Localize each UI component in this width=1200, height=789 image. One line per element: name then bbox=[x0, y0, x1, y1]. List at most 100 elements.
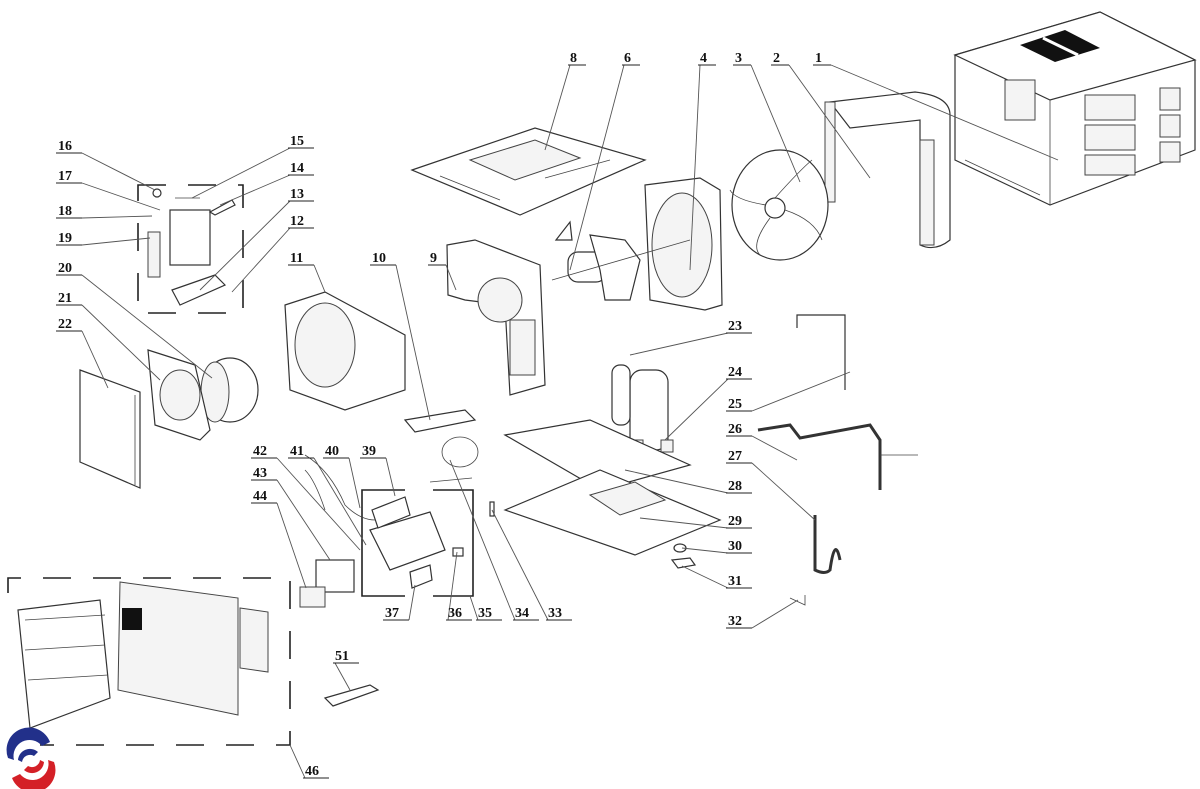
part-electric-box-group bbox=[361, 489, 474, 597]
leader-line bbox=[231, 227, 291, 293]
part-bracket bbox=[403, 409, 477, 433]
callout-number: 27 bbox=[728, 449, 742, 464]
callout-number: 22 bbox=[58, 317, 72, 332]
callout-number: 11 bbox=[290, 251, 303, 266]
callout-22: 22 bbox=[56, 317, 109, 389]
leader-line bbox=[395, 264, 431, 421]
leader-line bbox=[751, 371, 851, 412]
callout-number: 15 bbox=[290, 134, 304, 149]
part-tubes bbox=[757, 314, 918, 606]
callout-44: 44 bbox=[251, 489, 307, 589]
callout-9: 9 bbox=[428, 251, 457, 291]
callout-43: 43 bbox=[251, 466, 331, 561]
callout-41: 41 bbox=[288, 444, 367, 546]
leader-line bbox=[334, 662, 351, 691]
callout-number: 24 bbox=[728, 365, 742, 380]
brand-logo bbox=[6, 727, 56, 789]
leader-line bbox=[276, 502, 307, 589]
callout-number: 13 bbox=[290, 187, 304, 202]
callout-3: 3 bbox=[733, 51, 801, 183]
part-condenser bbox=[824, 91, 951, 249]
callout-37: 37 bbox=[383, 584, 416, 621]
callout-number: 39 bbox=[362, 444, 376, 459]
callout-6: 6 bbox=[569, 51, 640, 271]
callout-12: 12 bbox=[231, 214, 314, 293]
callout-number: 19 bbox=[58, 231, 72, 246]
callout-51: 51 bbox=[333, 649, 359, 691]
callout-25: 25 bbox=[726, 371, 851, 412]
callout-number: 41 bbox=[290, 444, 304, 459]
leader-line bbox=[689, 64, 701, 271]
callout-number: 43 bbox=[253, 466, 267, 481]
callout-35: 35 bbox=[469, 595, 502, 621]
part-remote-control bbox=[323, 684, 380, 707]
leader-line bbox=[348, 457, 361, 509]
callout-33: 33 bbox=[491, 509, 572, 621]
callout-number: 3 bbox=[735, 51, 742, 66]
part-feet bbox=[670, 543, 697, 569]
callout-number: 51 bbox=[335, 649, 349, 664]
leader-line bbox=[447, 551, 458, 621]
part-base-pan bbox=[503, 419, 722, 556]
leader-line bbox=[788, 64, 871, 179]
part-blower-wheel bbox=[200, 357, 259, 423]
part-evap-bracket bbox=[147, 349, 211, 441]
callout-29: 29 bbox=[639, 514, 752, 529]
callout-20: 20 bbox=[56, 261, 213, 379]
callout-number: 20 bbox=[58, 261, 72, 276]
callout-number: 32 bbox=[728, 614, 742, 629]
callout-number: 28 bbox=[728, 479, 742, 494]
callout-number: 42 bbox=[253, 444, 267, 459]
leader-line bbox=[191, 147, 291, 199]
callout-number: 34 bbox=[515, 606, 529, 621]
callout-30: 30 bbox=[681, 539, 752, 554]
leader-line bbox=[751, 599, 799, 629]
callout-number: 36 bbox=[448, 606, 462, 621]
leader-line bbox=[624, 469, 729, 494]
leader-line bbox=[81, 182, 161, 211]
leader-line bbox=[81, 304, 161, 381]
callout-number: 40 bbox=[325, 444, 339, 459]
leader-line bbox=[81, 152, 156, 191]
leader-line bbox=[408, 584, 416, 621]
callout-27: 27 bbox=[726, 449, 816, 521]
callout-8: 8 bbox=[544, 51, 586, 151]
leader-line bbox=[751, 462, 816, 521]
leader-line bbox=[664, 378, 729, 441]
callout-number: 37 bbox=[385, 606, 399, 621]
leader-line bbox=[750, 64, 801, 183]
leader-line bbox=[569, 64, 625, 271]
callout-42: 42 bbox=[251, 444, 361, 551]
part-evaporator bbox=[79, 369, 141, 489]
callout-number: 44 bbox=[253, 489, 267, 504]
callout-26: 26 bbox=[726, 422, 798, 461]
callout-number: 46 bbox=[305, 764, 319, 779]
callout-18: 18 bbox=[56, 204, 153, 219]
part-top-plate bbox=[410, 127, 647, 216]
callout-number: 26 bbox=[728, 422, 742, 437]
callout-16: 16 bbox=[56, 139, 156, 191]
leader-line bbox=[751, 435, 798, 461]
callout-13: 13 bbox=[199, 187, 314, 291]
callout-2: 2 bbox=[771, 51, 871, 179]
part-fan-motor bbox=[551, 220, 691, 301]
leader-line bbox=[289, 744, 306, 779]
leader-line bbox=[313, 457, 367, 546]
leader-line bbox=[385, 457, 396, 497]
callout-32: 32 bbox=[726, 599, 799, 629]
callout-21: 21 bbox=[56, 291, 161, 381]
callout-40: 40 bbox=[323, 444, 361, 509]
part-cabinet bbox=[953, 11, 1197, 206]
callout-10: 10 bbox=[370, 251, 431, 421]
callout-number: 25 bbox=[728, 397, 742, 412]
leader-line bbox=[830, 64, 1059, 161]
callout-number: 2 bbox=[773, 51, 780, 66]
callout-4: 4 bbox=[689, 51, 716, 271]
leader-line bbox=[81, 330, 109, 389]
callout-31: 31 bbox=[681, 565, 752, 589]
callout-number: 23 bbox=[728, 319, 742, 334]
leader-line bbox=[81, 274, 213, 379]
leader-line bbox=[449, 459, 516, 621]
